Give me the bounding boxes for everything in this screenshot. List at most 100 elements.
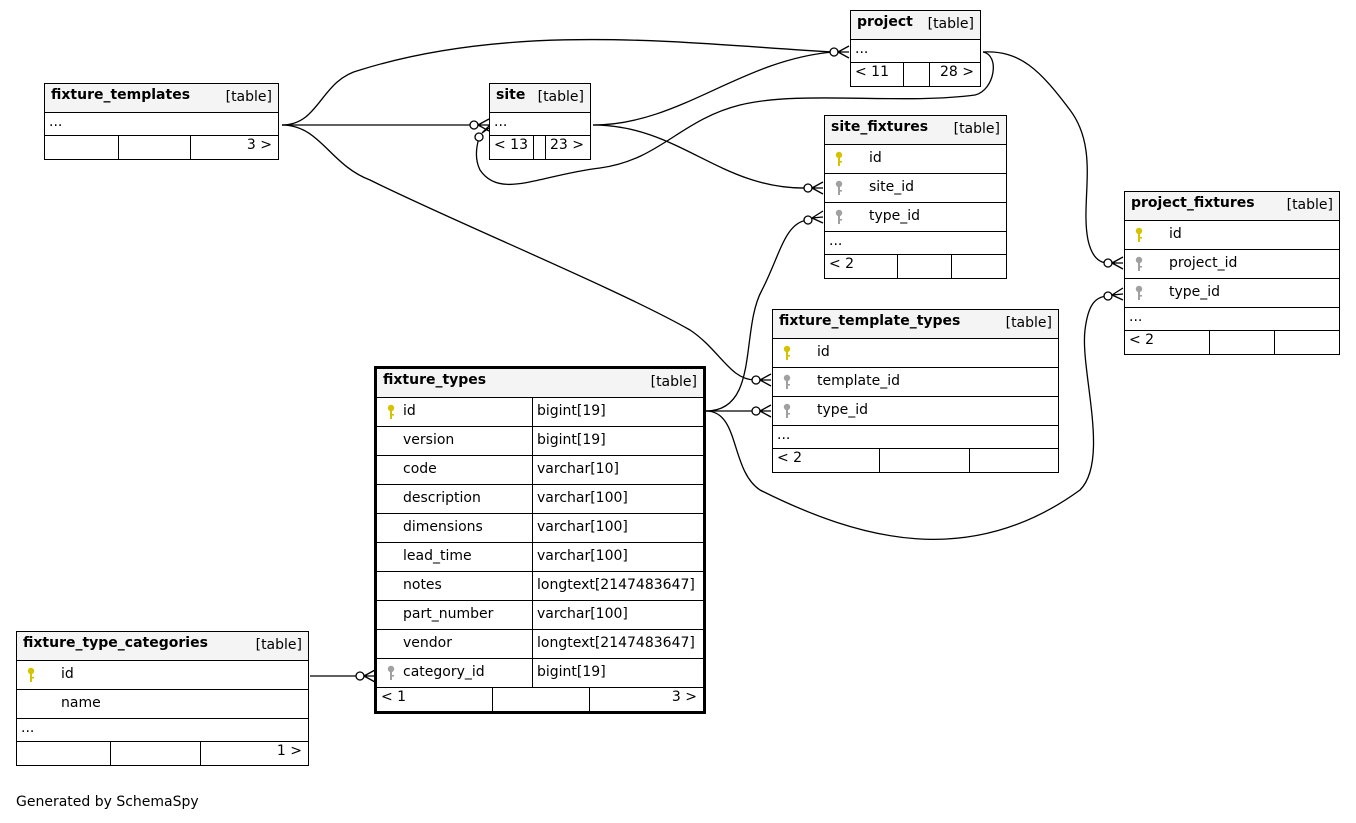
table-fixture-type-categories[interactable]: fixture_type_categories [table] id name …	[16, 631, 309, 766]
foreign-key-icon	[387, 665, 395, 680]
edge-project-to-site	[475, 51, 994, 186]
column-row[interactable]: version bigint[19]	[377, 427, 703, 456]
table-name[interactable]: site	[496, 87, 526, 103]
column-name: version	[403, 432, 455, 448]
column-row[interactable]: id	[1125, 221, 1339, 250]
table-kind: [table]	[927, 16, 974, 32]
table-site[interactable]: site [table] ... < 13 23 >	[489, 83, 591, 160]
column-row[interactable]: id	[773, 339, 1058, 368]
edge-fixture-types-to-project-fixtures	[705, 295, 1108, 541]
more-columns: ...	[825, 232, 1006, 255]
crowfoot-markers	[355, 45, 1124, 683]
column-name: project_id	[1169, 255, 1238, 271]
column-type: longtext[2147483647]	[537, 577, 695, 593]
column-name: id	[403, 403, 416, 419]
table-footer: < 1 3 >	[377, 688, 703, 711]
column-row[interactable]: description varchar[100]	[377, 485, 703, 514]
column-name: id	[869, 150, 882, 166]
column-type: varchar[100]	[537, 490, 628, 506]
column-type: varchar[100]	[537, 548, 628, 564]
foreign-key-icon	[783, 374, 791, 389]
table-header: project_fixtures [table]	[1125, 192, 1339, 221]
foreign-key-icon	[835, 180, 843, 195]
table-fixture-template-types[interactable]: fixture_template_types [table] id templa…	[772, 309, 1059, 473]
table-name[interactable]: site_fixtures	[831, 119, 929, 135]
foreign-key-icon	[783, 403, 791, 418]
edge-project-to-project-fixtures	[982, 51, 1109, 264]
parents-link[interactable]: < 2	[777, 450, 803, 466]
table-site-fixtures[interactable]: site_fixtures [table] id site_id type_id…	[824, 115, 1007, 279]
table-footer: < 13 23 >	[490, 136, 590, 159]
table-project[interactable]: project [table] ... < 11 28 >	[850, 10, 981, 87]
column-row[interactable]: vendor longtext[2147483647]	[377, 630, 703, 659]
children-link[interactable]: 3 >	[671, 689, 697, 705]
column-row[interactable]: site_id	[825, 174, 1006, 203]
parents-link[interactable]: < 1	[381, 689, 407, 705]
table-fixture-types[interactable]: fixture_types [table] id bigint[19] vers…	[374, 366, 706, 714]
more-columns: ...	[773, 426, 1058, 449]
table-name[interactable]: project_fixtures	[1131, 195, 1255, 211]
table-name[interactable]: fixture_templates	[51, 87, 191, 103]
edge-fixture-templates-to-project	[281, 38, 834, 126]
table-header: fixture_template_types [table]	[773, 310, 1058, 339]
parents-link[interactable]: < 13	[494, 137, 528, 153]
column-name: id	[817, 344, 830, 360]
table-header: fixture_type_categories [table]	[17, 632, 308, 661]
column-row[interactable]: name	[17, 690, 308, 719]
column-row[interactable]: type_id	[773, 397, 1058, 426]
children-link[interactable]: 28 >	[940, 64, 974, 80]
table-name[interactable]: fixture_type_categories	[23, 635, 208, 651]
edge-fixture-templates-to-template-types	[281, 124, 756, 381]
column-name: name	[61, 695, 101, 711]
table-name[interactable]: fixture_types	[383, 372, 487, 388]
parents-link[interactable]: < 2	[829, 256, 855, 272]
edge-site-to-project	[592, 51, 834, 126]
table-header: site_fixtures [table]	[825, 116, 1006, 145]
column-row[interactable]: id	[825, 145, 1006, 174]
column-row[interactable]: category_id bigint[19]	[377, 659, 703, 688]
column-name: dimensions	[403, 519, 483, 535]
primary-key-icon	[27, 667, 35, 682]
table-footer: 1 >	[17, 742, 308, 765]
more-columns: ...	[17, 719, 308, 742]
column-row[interactable]: part_number varchar[100]	[377, 601, 703, 630]
column-row[interactable]: type_id	[825, 203, 1006, 232]
column-name: type_id	[869, 208, 921, 224]
table-fixture-templates[interactable]: fixture_templates [table] ... 3 >	[44, 83, 279, 160]
children-link[interactable]: 3 >	[246, 137, 272, 153]
children-link[interactable]: 1 >	[276, 743, 302, 759]
table-kind: [table]	[255, 637, 302, 653]
column-name: site_id	[869, 179, 915, 195]
column-type: bigint[19]	[537, 432, 606, 448]
primary-key-icon	[1135, 227, 1143, 242]
foreign-key-icon	[835, 209, 843, 224]
column-row[interactable]: id bigint[19]	[377, 398, 703, 427]
table-header: site [table]	[490, 84, 590, 113]
column-row[interactable]: code varchar[10]	[377, 456, 703, 485]
table-header: fixture_templates [table]	[45, 84, 278, 113]
column-row[interactable]: type_id	[1125, 279, 1339, 308]
column-type: varchar[100]	[537, 606, 628, 622]
column-row[interactable]: id	[17, 661, 308, 690]
more-columns: ...	[490, 113, 590, 136]
column-row[interactable]: notes longtext[2147483647]	[377, 572, 703, 601]
table-name[interactable]: fixture_template_types	[779, 313, 961, 329]
table-project-fixtures[interactable]: project_fixtures [table] id project_id t…	[1124, 191, 1340, 355]
column-row[interactable]: lead_time varchar[100]	[377, 543, 703, 572]
table-footer: < 11 28 >	[851, 63, 980, 86]
column-name: code	[403, 461, 437, 477]
column-row[interactable]: dimensions varchar[100]	[377, 514, 703, 543]
parents-link[interactable]: < 11	[855, 64, 889, 80]
column-row[interactable]: project_id	[1125, 250, 1339, 279]
column-row[interactable]: template_id	[773, 368, 1058, 397]
table-name[interactable]: project	[857, 14, 913, 30]
children-link[interactable]: 23 >	[550, 137, 584, 153]
column-type: bigint[19]	[537, 664, 606, 680]
column-name: lead_time	[403, 548, 472, 564]
more-columns: ...	[851, 40, 980, 63]
table-kind: [table]	[225, 89, 272, 105]
parents-link[interactable]: < 2	[1129, 332, 1155, 348]
column-name: id	[1169, 226, 1182, 242]
table-kind: [table]	[1005, 315, 1052, 331]
